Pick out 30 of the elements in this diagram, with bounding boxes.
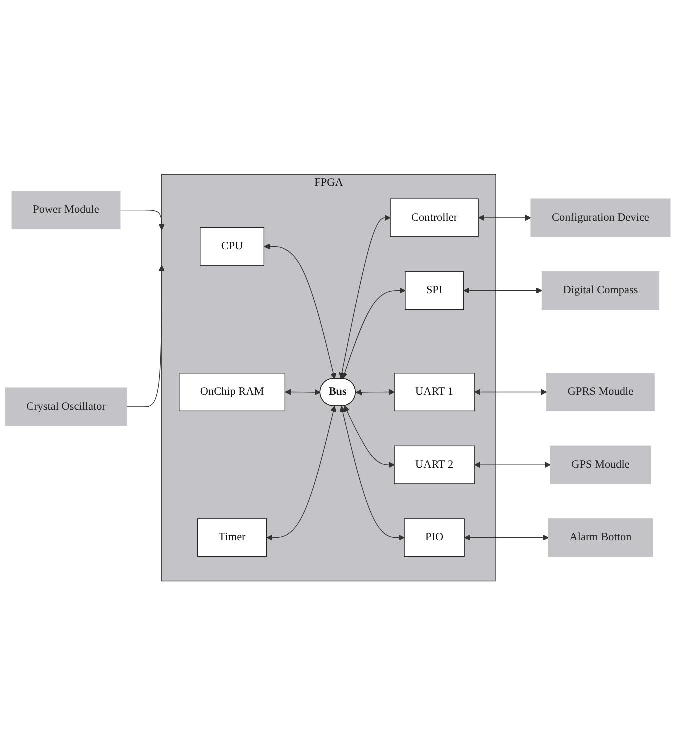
arrow xyxy=(339,214,391,379)
arrow xyxy=(342,287,406,379)
arrow xyxy=(344,406,395,468)
arrow xyxy=(340,406,405,540)
node-box: UART 1 xyxy=(394,372,475,412)
arrow xyxy=(478,214,532,221)
arrow xyxy=(285,388,321,396)
node-box: Timer xyxy=(197,518,268,557)
node-box: Digital Compass xyxy=(542,271,660,310)
node-box: PIO xyxy=(404,518,465,557)
arrow xyxy=(264,243,337,379)
arrow xyxy=(120,210,165,230)
node-box: GPS Moudle xyxy=(550,445,652,484)
node-box: OnChip RAM xyxy=(179,372,286,412)
node-box: Configuration Device xyxy=(530,198,671,237)
node-box: Power Module xyxy=(12,190,121,230)
arrow xyxy=(474,462,551,468)
node-box: GPRS Moudle xyxy=(546,372,655,412)
node-box: CPU xyxy=(200,227,265,266)
arrow xyxy=(126,264,165,407)
arrow xyxy=(464,534,550,540)
arrow xyxy=(464,287,543,294)
node-box: UART 2 xyxy=(394,445,475,484)
arrow xyxy=(266,406,337,540)
arrow xyxy=(356,388,395,396)
node-box: Crystal Oscillator xyxy=(5,387,128,426)
node-box: Controller xyxy=(390,198,479,237)
arrow xyxy=(474,388,548,395)
node-box: Alarm Botton xyxy=(548,518,654,557)
node-box: SPI xyxy=(405,271,464,310)
